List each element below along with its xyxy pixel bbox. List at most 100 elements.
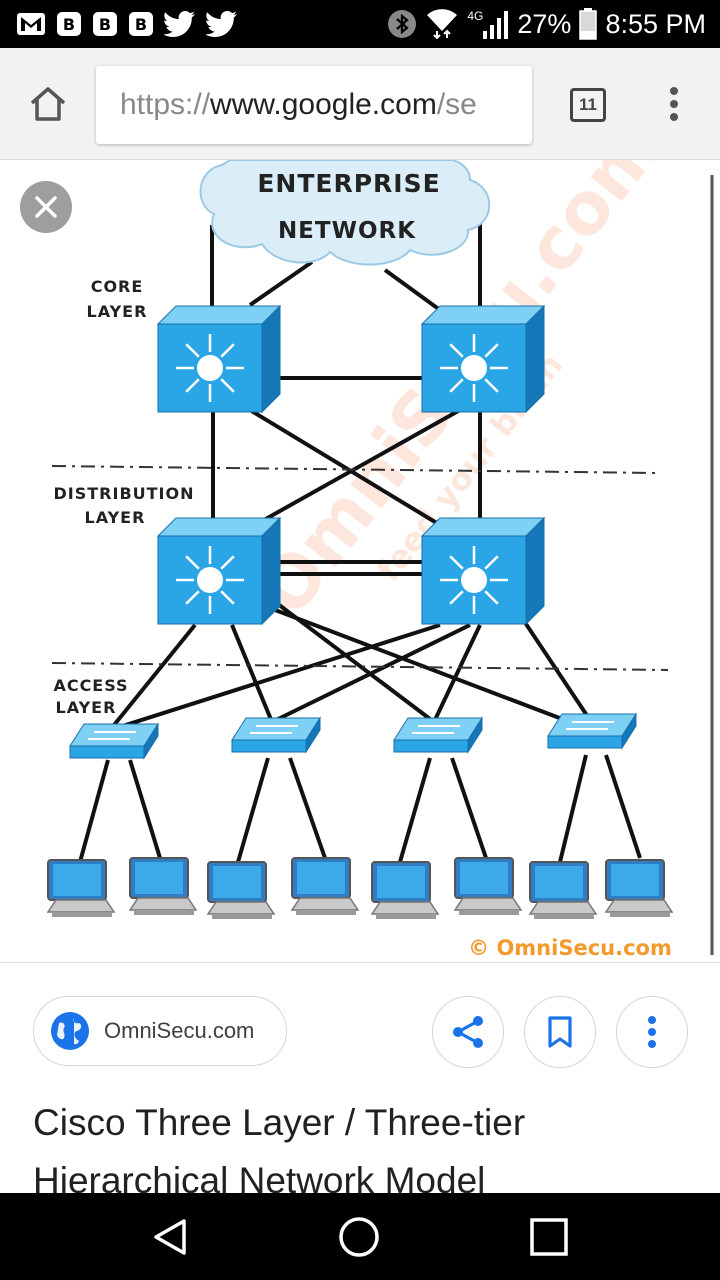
url-scheme: https://: [120, 88, 211, 121]
link: [254, 408, 461, 527]
svg-text:B: B: [63, 15, 75, 34]
link: [398, 757, 432, 863]
gmail-icon: [16, 11, 46, 37]
workstation-icon: [604, 859, 674, 917]
workstation-icon: [206, 861, 276, 919]
workstation-icon: [370, 861, 440, 919]
workstation-icon: [453, 857, 523, 915]
distribution-switch: [420, 516, 546, 626]
home-circle-icon: [339, 1217, 379, 1257]
source-name: OmniSecu.com: [104, 1018, 255, 1043]
link: [604, 754, 642, 859]
cloud-subtitle: NETWORK: [278, 218, 416, 244]
share-icon: [453, 1016, 483, 1048]
image-viewer[interactable]: OmniSecu.com feed your brain ENTERPRISE …: [0, 160, 720, 962]
link: [558, 754, 588, 863]
back-icon: [154, 1219, 186, 1255]
address-bar[interactable]: https://www.google.com/se: [96, 66, 532, 144]
layer-separator: [51, 465, 661, 474]
notification-icons: B B B: [16, 8, 238, 40]
workstation-icon: [128, 857, 198, 915]
url-host: www.google.com: [210, 88, 437, 121]
link: [248, 260, 314, 307]
save-button[interactable]: [524, 996, 596, 1068]
cloud-icon: [199, 160, 491, 266]
wifi-icon: [425, 9, 459, 39]
link: [78, 759, 110, 863]
svg-text:B: B: [99, 15, 111, 34]
more-vert-icon: [670, 87, 678, 121]
access-switch: [231, 716, 321, 754]
link: [450, 757, 488, 859]
link: [230, 624, 274, 723]
system-icons: 4G 27% 8:55 PM: [387, 8, 706, 40]
close-icon: [35, 196, 57, 218]
bookmark-icon: [548, 1016, 572, 1048]
battery-icon: [579, 8, 598, 40]
layer-separator: [51, 662, 669, 671]
navigation-bar: [0, 1193, 720, 1280]
twitter-icon: [164, 11, 196, 37]
link: [109, 623, 441, 732]
core-switch: [156, 304, 282, 414]
overflow-menu-button[interactable]: [660, 84, 688, 124]
link: [248, 408, 442, 527]
copyright-text: © OmniSecu.com: [468, 936, 672, 960]
back-button[interactable]: [144, 1211, 196, 1263]
distribution-switch: [156, 516, 282, 626]
link: [261, 603, 571, 724]
access-layer-label: ACCESS: [53, 676, 128, 695]
blogger-icon: B: [56, 11, 82, 37]
source-chip[interactable]: OmniSecu.com: [33, 996, 287, 1066]
more-options-button[interactable]: [616, 996, 688, 1068]
distribution-layer-label: DISTRIBUTION: [54, 484, 195, 503]
link: [518, 613, 592, 722]
divider: [0, 962, 720, 963]
url-path: /se: [436, 88, 477, 121]
close-button[interactable]: [20, 181, 72, 233]
recents-button[interactable]: [523, 1211, 575, 1263]
core-switch: [420, 304, 546, 414]
link: [128, 759, 162, 859]
clock: 8:55 PM: [605, 8, 706, 39]
link: [432, 624, 482, 723]
core-layer-label: LAYER: [87, 302, 148, 321]
signal-icon: 4G: [467, 9, 509, 39]
workstation-icon: [528, 861, 598, 919]
battery-percent: 27%: [517, 8, 572, 39]
access-switch: [69, 722, 159, 760]
distribution-layer-label: LAYER: [85, 508, 146, 527]
recents-icon: [530, 1218, 568, 1256]
cloud-title: ENTERPRISE: [257, 169, 440, 198]
link: [271, 623, 471, 724]
twitter-icon: [206, 11, 238, 37]
access-switch: [547, 712, 637, 750]
status-bar: B B B 4G 27% 8:55 PM: [0, 0, 720, 48]
workstation-icon: [290, 857, 360, 915]
link: [108, 623, 197, 732]
home-button[interactable]: [22, 80, 74, 128]
blogger-icon: B: [92, 11, 118, 37]
more-vert-icon: [648, 1016, 656, 1048]
network-type: 4G: [467, 9, 484, 23]
network-links: [78, 220, 642, 863]
link: [260, 590, 436, 724]
home-icon: [30, 87, 66, 121]
svg-text:B: B: [135, 15, 147, 34]
blogger-icon: B: [128, 11, 154, 37]
home-nav-button[interactable]: [333, 1211, 385, 1263]
globe-icon: [51, 1012, 89, 1050]
workstation-icon: [46, 859, 116, 917]
access-layer-label: LAYER: [56, 698, 117, 717]
core-layer-label: CORE: [91, 277, 144, 296]
share-button[interactable]: [432, 996, 504, 1068]
link: [288, 757, 327, 859]
browser-toolbar: https://www.google.com/se 11: [0, 48, 720, 160]
access-switch: [393, 716, 483, 754]
link: [383, 268, 442, 312]
bluetooth-icon: [387, 9, 417, 39]
link: [236, 757, 270, 863]
result-title[interactable]: Cisco Three Layer / Three-tier Hierarchi…: [33, 1102, 526, 1194]
tab-switcher-button[interactable]: 11: [570, 88, 606, 122]
network-diagram: OmniSecu.com feed your brain ENTERPRISE …: [46, 160, 714, 960]
